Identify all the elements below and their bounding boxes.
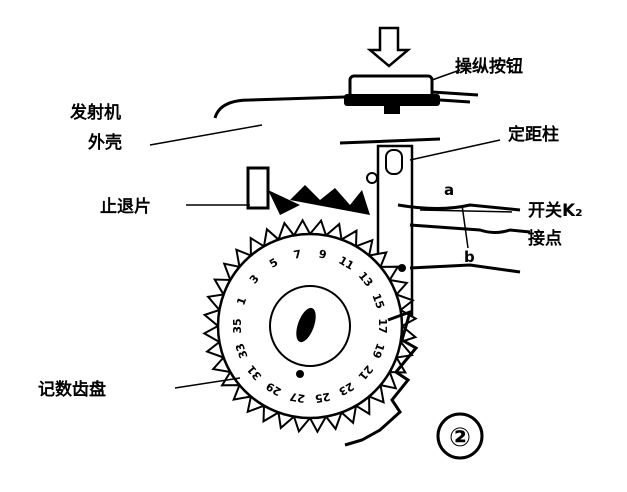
shell-leader-line: [149, 124, 263, 146]
label-control-button: 操纵按钮: [455, 56, 523, 77]
label-switch-line1: 开关K₂: [528, 200, 583, 221]
label-spacing-post: 定距柱: [508, 124, 559, 145]
label-shell-line1: 发射机: [69, 102, 121, 123]
figure-number: ②: [436, 412, 484, 460]
label-counting-dial: 记数齿盘: [38, 379, 106, 400]
label-stop-pawl: 止退片: [100, 196, 151, 217]
dial-leader-line: [174, 377, 241, 389]
dial-number: 27: [289, 390, 306, 405]
dial-number: 15: [369, 292, 386, 311]
button-leader-line: [431, 69, 461, 81]
dial-number: 9: [318, 248, 328, 262]
dial-number: 7: [293, 248, 303, 262]
transmitter-shell: [213, 95, 471, 119]
stop-pawl: [186, 166, 300, 215]
ratchet-teeth: [290, 185, 419, 447]
label-contact-b: b: [464, 248, 475, 266]
dial-number: 35: [231, 318, 244, 333]
press-arrow-icon: [366, 26, 412, 68]
control-button: [344, 74, 479, 106]
button-shaft: [339, 104, 441, 145]
dial-number: 19: [369, 341, 386, 360]
label-shell-line2: 外壳: [88, 132, 122, 153]
figure-number-text: ②: [449, 423, 471, 453]
dial-number: 1: [234, 295, 249, 307]
switch-contacts: [397, 203, 531, 274]
dial-number: 33: [233, 341, 250, 360]
label-switch-line2: 接点: [528, 228, 562, 249]
label-contact-a: a: [444, 181, 454, 199]
dial-hub: [296, 307, 316, 343]
dial-number: 17: [376, 318, 389, 333]
dial-number: 25: [314, 390, 331, 405]
